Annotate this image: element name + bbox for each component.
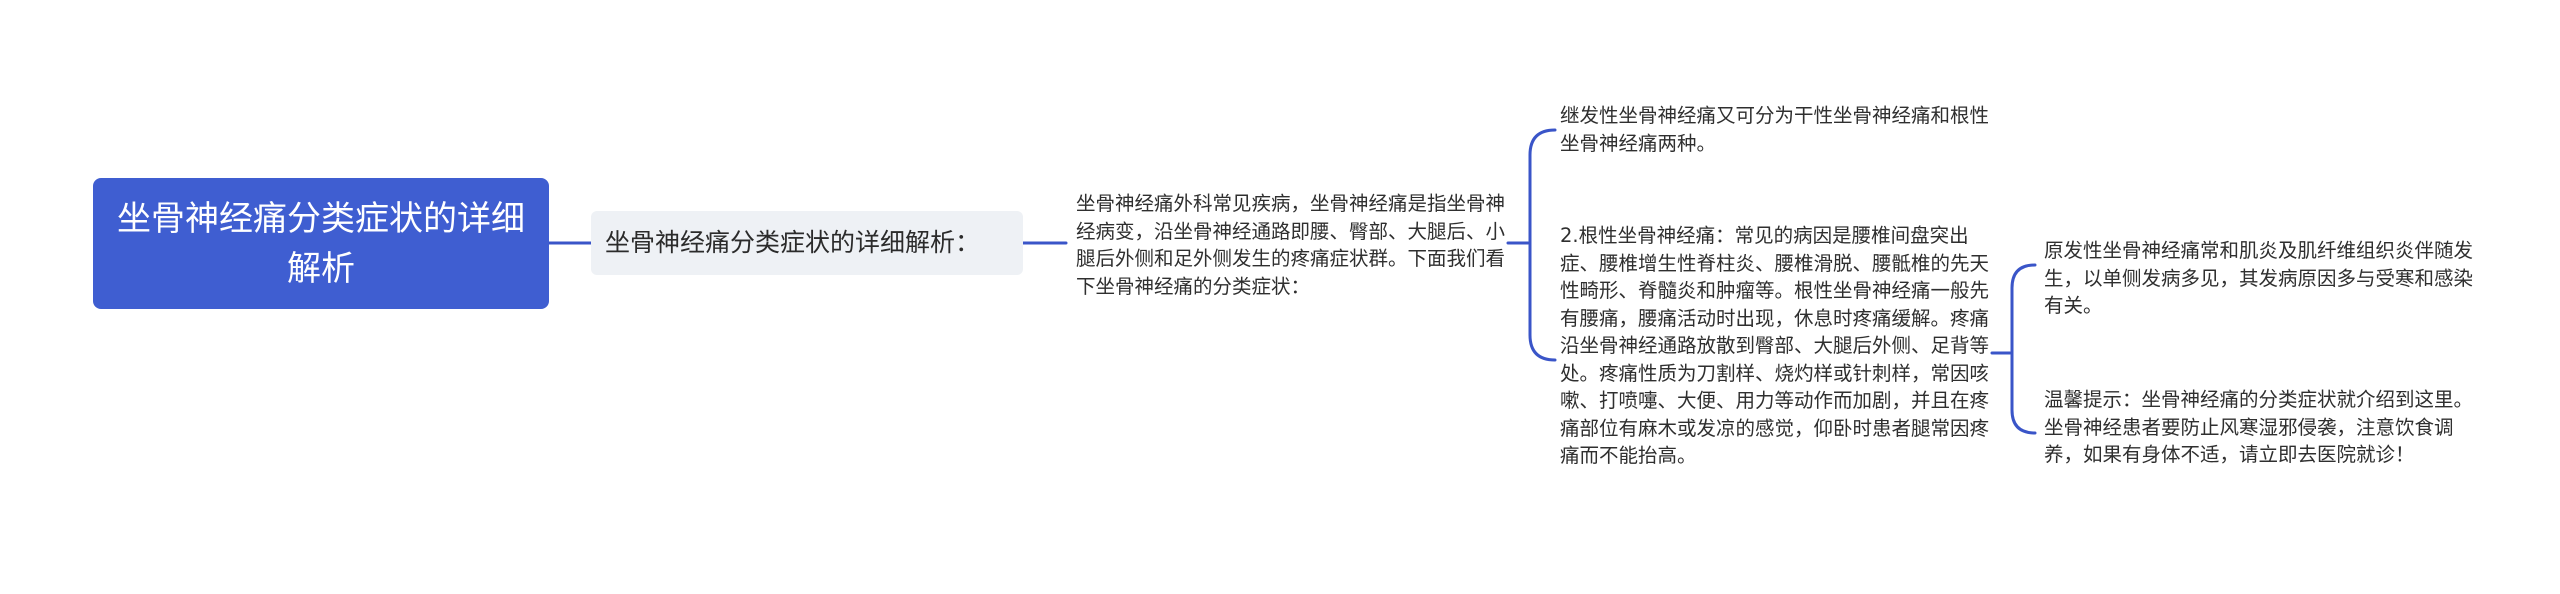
radicular-sciatica-text: 2.根性坐骨神经痛：常见的病因是腰椎间盘突出症、腰椎增生性脊柱炎、腰椎滑脱、腰骶… (1560, 224, 1990, 467)
secondary-sciatica-text: 继发性坐骨神经痛又可分为干性坐骨神经痛和根性坐骨神经痛两种。 (1560, 104, 1990, 155)
root-title: 坐骨神经痛分类症状的详细解析 (117, 198, 525, 289)
secondary-sciatica-node[interactable]: 继发性坐骨神经痛又可分为干性坐骨神经痛和根性坐骨神经痛两种。 (1560, 102, 2000, 157)
intro-text: 坐骨神经痛外科常见疾病，坐骨神经痛是指坐骨神经病变，沿坐骨神经通路即腰、臀部、大… (1076, 192, 1506, 298)
subtopic-label: 坐骨神经痛分类症状的详细解析： (605, 228, 981, 257)
warm-tip-node[interactable]: 温馨提示：坐骨神经痛的分类症状就介绍到这里。坐骨神经患者要防止风寒湿邪侵袭，注意… (2044, 386, 2484, 469)
bracket-leaves (2010, 263, 2037, 435)
root-topic[interactable]: 坐骨神经痛分类症状的详细解析 (93, 178, 549, 309)
subtopic-detail-analysis[interactable]: 坐骨神经痛分类症状的详细解析： (591, 211, 1023, 275)
intro-node[interactable]: 坐骨神经痛外科常见疾病，坐骨神经痛是指坐骨神经病变，沿坐骨神经通路即腰、臀部、大… (1076, 190, 1508, 300)
primary-sciatica-text: 原发性坐骨神经痛常和肌炎及肌纤维组织炎伴随发生，以单侧发病多见，其发病原因多与受… (2044, 239, 2474, 317)
radicular-sciatica-node[interactable]: 2.根性坐骨神经痛：常见的病因是腰椎间盘突出症、腰椎增生性脊柱炎、腰椎滑脱、腰骶… (1560, 222, 2000, 470)
bracket-branches (1528, 128, 1557, 362)
warm-tip-text: 温馨提示：坐骨神经痛的分类症状就介绍到这里。坐骨神经患者要防止风寒湿邪侵袭，注意… (2044, 388, 2474, 466)
primary-sciatica-node[interactable]: 原发性坐骨神经痛常和肌炎及肌纤维组织炎伴随发生，以单侧发病多见，其发病原因多与受… (2044, 237, 2484, 320)
